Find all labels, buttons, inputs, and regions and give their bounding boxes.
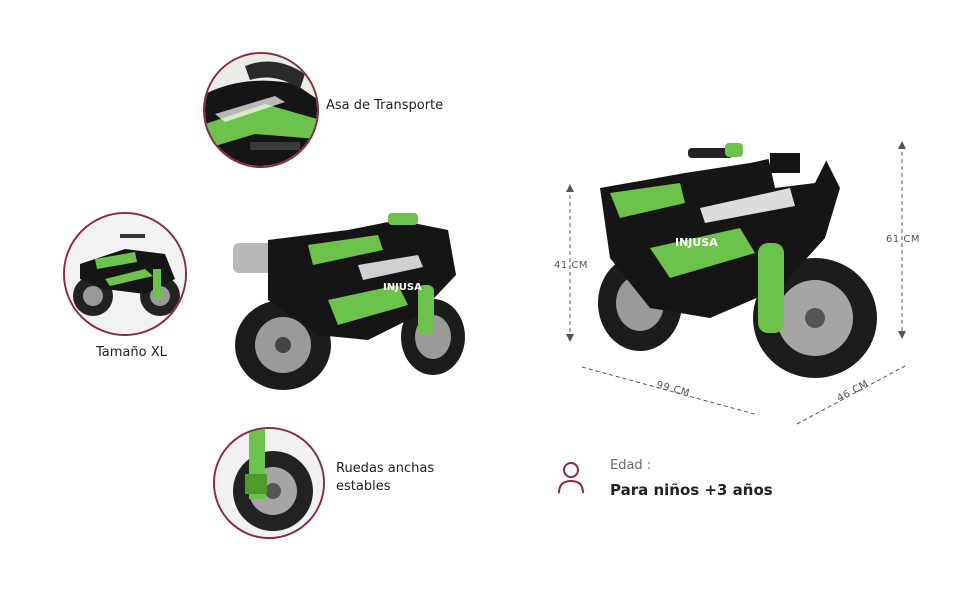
carry-handle-label: Asa de Transporte — [326, 98, 444, 113]
wheels-label-line1: Ruedas anchas — [336, 461, 435, 476]
wheels-label-line2: estables — [336, 479, 391, 494]
size-label: Tamaño XL — [96, 345, 167, 360]
size-closeup-image — [65, 214, 185, 334]
wheels-label: Ruedas anchas estables — [336, 460, 434, 496]
brand-text-right: INJUSA — [675, 236, 718, 249]
wheel-closeup-image — [215, 429, 323, 537]
product-image-left: INJUSA — [233, 213, 465, 390]
person-icon — [558, 462, 584, 494]
carry-handle-image — [205, 54, 317, 166]
seat-height-label: 41 CM — [554, 260, 589, 271]
size-closeup — [63, 212, 187, 336]
product-image-right: INJUSA — [598, 133, 877, 378]
age-label: Edad : — [610, 458, 652, 473]
carry-handle-closeup — [203, 52, 319, 168]
brand-text-left: INJUSA — [383, 282, 422, 293]
length-line — [581, 366, 759, 416]
front-height-label: 61 CM — [886, 234, 921, 245]
age-value: Para niños +3 años — [610, 481, 773, 499]
wheel-closeup — [213, 427, 325, 539]
